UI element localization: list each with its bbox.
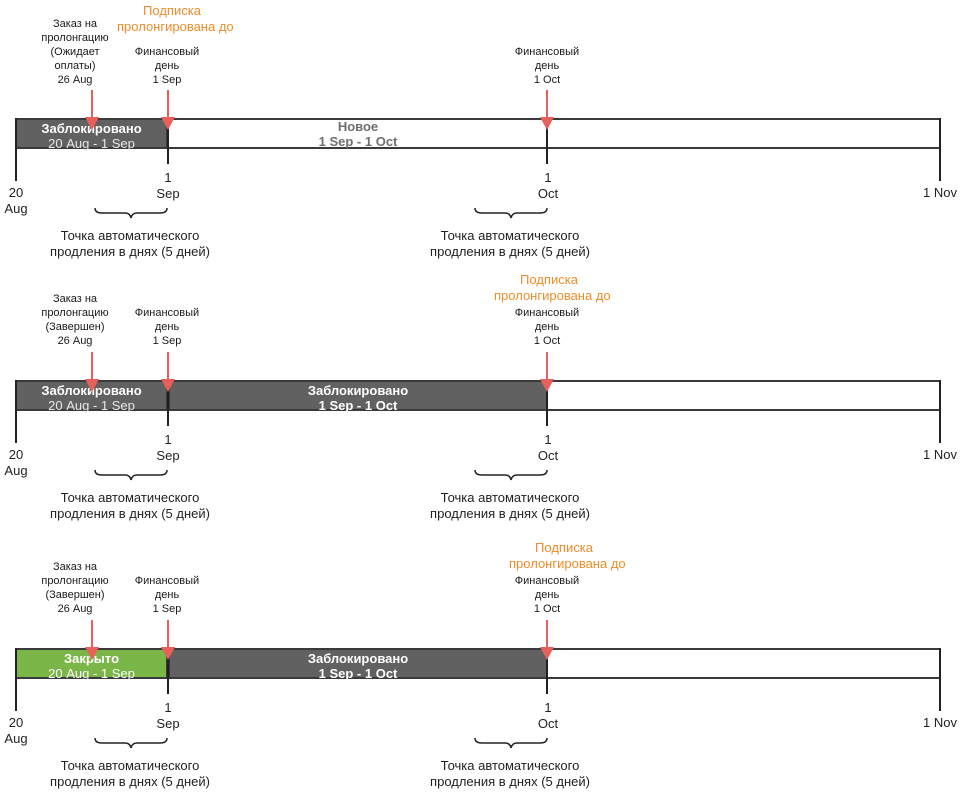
subscription-extended-label: Подписка пролонгирована до: [117, 3, 234, 34]
axis-label-aug: 20 Aug: [4, 185, 28, 216]
axis-label-sep: 1 Sep: [156, 170, 180, 201]
order-arrow-icon: [85, 379, 99, 392]
axis-label-oct: 1 Oct: [537, 170, 559, 201]
segment-dates: 20 Aug - 1 Sep: [48, 136, 135, 151]
timeline-row-1: Подписка пролонгирована до Заказ на прол…: [0, 0, 962, 262]
segment-status: Заблокировано: [307, 651, 409, 666]
sep-arrow-icon: [161, 117, 175, 130]
tick-aug: [15, 648, 17, 711]
axis-label-nov: 1 Nov: [923, 715, 957, 730]
tick-nov: [939, 380, 941, 443]
financial-day-oct-label: Финансовый день 1 Oct: [514, 46, 580, 86]
renewal-order-label: Заказ на пролонгацию (Ожидает оплаты) 26…: [41, 18, 109, 86]
tick-sep: [167, 118, 169, 164]
tick-sep: [167, 648, 169, 694]
tick-aug: [15, 380, 17, 443]
financial-day-sep-label: Финансовый день 1 Sep: [134, 575, 200, 615]
financial-day-sep-label: Финансовый день 1 Sep: [134, 46, 200, 86]
renewal-order-label: Заказ на пролонгацию (Завершен) 26 Aug: [41, 293, 109, 347]
oct-arrow-shaft: [546, 90, 548, 118]
financial-day-sep-label: Финансовый день 1 Sep: [134, 307, 200, 347]
timeline-row-3: Подписка пролонгирована до Заказ на прол…: [0, 530, 962, 792]
order-arrow-shaft: [91, 352, 93, 380]
segment-dates: 1 Sep - 1 Oct: [318, 398, 398, 413]
sep-arrow-icon: [161, 647, 175, 660]
segment-status: Заблокировано: [307, 383, 409, 398]
oct-arrow-shaft: [546, 620, 548, 648]
segment-dates: 20 Aug - 1 Sep: [48, 398, 135, 413]
financial-day-oct-label: Финансовый день 1 Oct: [514, 575, 580, 615]
oct-arrow-shaft: [546, 352, 548, 380]
axis-label-nov: 1 Nov: [923, 185, 957, 200]
tick-oct: [546, 380, 548, 426]
axis-label-aug: 20 Aug: [4, 447, 28, 478]
sep-arrow-shaft: [167, 352, 169, 380]
oct-arrow-icon: [540, 117, 554, 130]
financial-day-oct-label: Финансовый день 1 Oct: [514, 307, 580, 347]
oct-arrow-icon: [540, 379, 554, 392]
auto-renewal-note: Точка автоматического продления в днях (…: [430, 758, 590, 789]
tick-sep: [167, 380, 169, 426]
segment-dates: 1 Sep - 1 Oct: [318, 666, 398, 681]
tick-oct: [546, 118, 548, 164]
axis-label-nov: 1 Nov: [923, 447, 957, 462]
sep-arrow-shaft: [167, 90, 169, 118]
order-arrow-icon: [85, 117, 99, 130]
axis-label-sep: 1 Sep: [156, 700, 180, 731]
tick-oct: [546, 648, 548, 694]
brace-icon: [94, 469, 168, 481]
sep-arrow-icon: [161, 379, 175, 392]
axis-label-sep: 1 Sep: [156, 432, 180, 463]
auto-renewal-note: Точка автоматического продления в днях (…: [430, 228, 590, 259]
tick-nov: [939, 118, 941, 181]
axis-label-oct: 1 Oct: [537, 700, 559, 731]
brace-icon: [474, 207, 548, 219]
sep-arrow-shaft: [167, 620, 169, 648]
oct-arrow-icon: [540, 647, 554, 660]
segment-dates: 20 Aug - 1 Sep: [48, 666, 135, 681]
auto-renewal-note: Точка автоматического продления в днях (…: [430, 490, 590, 521]
auto-renewal-note: Точка автоматического продления в днях (…: [50, 758, 210, 789]
auto-renewal-note: Точка автоматического продления в днях (…: [50, 228, 210, 259]
brace-icon: [474, 737, 548, 749]
axis-label-oct: 1 Oct: [537, 432, 559, 463]
segment-dates: 1 Sep - 1 Oct: [318, 134, 398, 149]
timeline-row-2: Подписка пролонгирована до Заказ на прол…: [0, 262, 962, 524]
order-arrow-shaft: [91, 620, 93, 648]
renewal-order-label: Заказ на пролонгацию (Завершен) 26 Aug: [41, 561, 109, 615]
axis-label-aug: 20 Aug: [4, 715, 28, 746]
segment-status: Новое: [337, 119, 379, 134]
subscription-extended-label: Подписка пролонгирована до: [509, 540, 626, 571]
brace-icon: [94, 737, 168, 749]
tick-aug: [15, 118, 17, 181]
order-arrow-shaft: [91, 90, 93, 118]
brace-icon: [474, 469, 548, 481]
brace-icon: [94, 207, 168, 219]
auto-renewal-note: Точка автоматического продления в днях (…: [50, 490, 210, 521]
tick-nov: [939, 648, 941, 711]
subscription-extended-label: Подписка пролонгирована до: [494, 272, 611, 303]
order-arrow-icon: [85, 647, 99, 660]
